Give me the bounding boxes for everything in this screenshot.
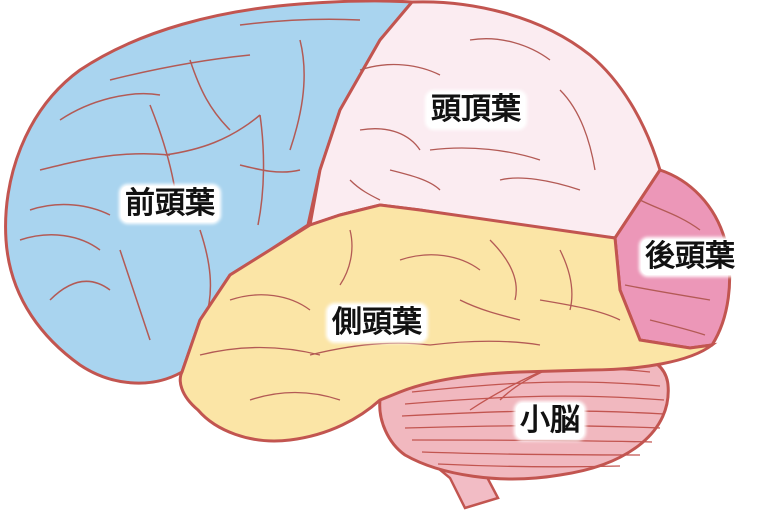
occipital-lobe-label: 後頭葉 bbox=[641, 239, 739, 275]
temporal-lobe-fissures bbox=[199, 229, 621, 401]
frontal-lobe-label: 前頭葉 bbox=[121, 186, 219, 222]
parietal-lobe-fissures bbox=[349, 38, 596, 201]
cerebellum-label: 小脳 bbox=[516, 403, 584, 439]
temporal-lobe-label: 側頭葉 bbox=[328, 305, 426, 341]
temporal-lobe-region bbox=[178, 203, 718, 443]
parietal-lobe-label: 頭頂葉 bbox=[427, 92, 525, 128]
occipital-lobe-fissures bbox=[624, 199, 711, 336]
